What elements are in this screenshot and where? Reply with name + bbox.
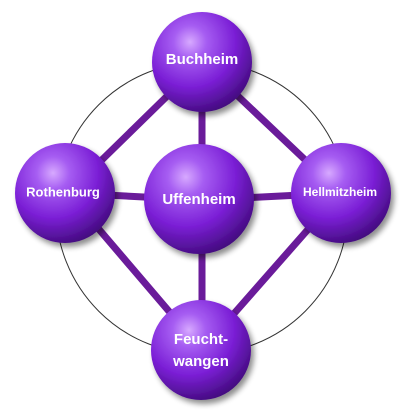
node-label: Hellmitzheim (303, 185, 377, 199)
node-circle (291, 143, 391, 243)
node-circle (15, 143, 115, 243)
node-label: Rothenburg (26, 184, 100, 199)
node-rothenburg[interactable]: Rothenburg (15, 143, 115, 243)
node-label-line2: wangen (172, 353, 229, 370)
node-label: Buchheim (166, 51, 239, 68)
node-circle (151, 300, 251, 400)
node-label: Uffenheim (162, 191, 235, 208)
node-circle (152, 12, 252, 112)
node-uffenheim[interactable]: Uffenheim (144, 144, 254, 254)
node-label-line1: Feucht- (174, 331, 228, 348)
node-feuchtwangen[interactable]: Feucht- wangen (151, 300, 251, 400)
node-circle (144, 144, 254, 254)
node-hellmitzheim[interactable]: Hellmitzheim (291, 143, 391, 243)
node-buchheim[interactable]: Buchheim (152, 12, 252, 112)
